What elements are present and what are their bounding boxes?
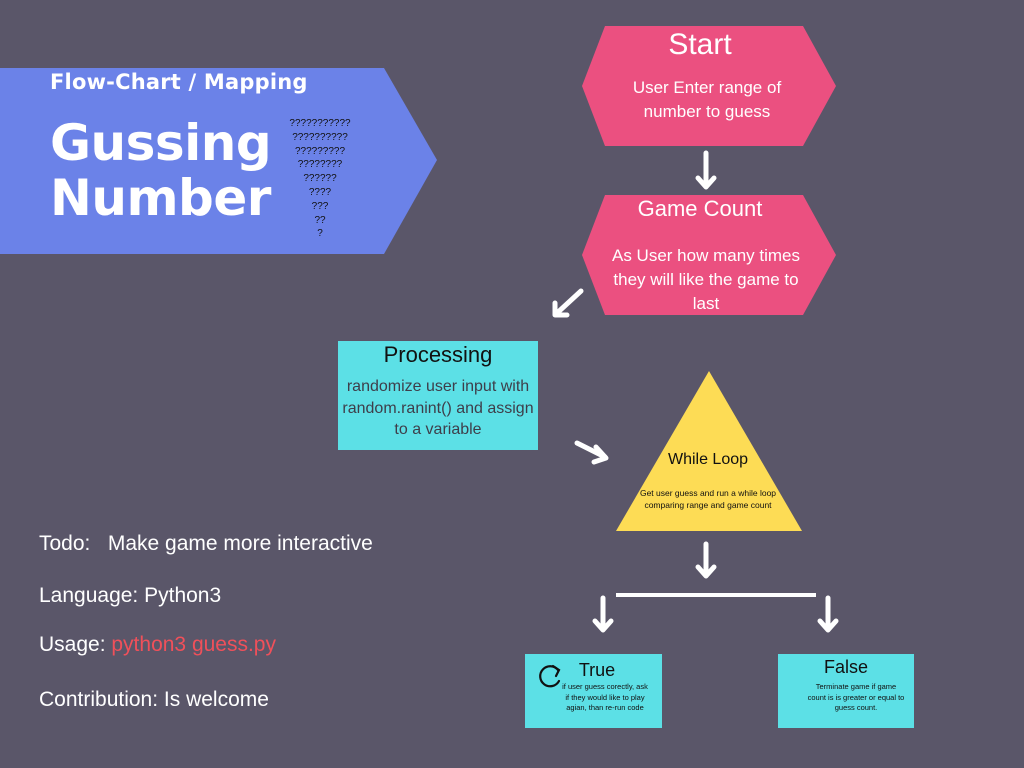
arrow-gamecount-to-processing <box>552 288 584 318</box>
usage-line: Usage: python3 guess.py <box>39 633 276 657</box>
game-count-text: As User how many times they will like th… <box>612 246 800 313</box>
true-title: True <box>578 660 616 680</box>
banner-title-line1: Gussing <box>50 114 272 172</box>
start-hexagon <box>582 26 836 146</box>
game-count-title: Game Count <box>637 196 763 221</box>
qmark-row: ???????? <box>297 159 343 171</box>
while-loop-title: While Loop <box>667 451 749 468</box>
language-text: Language: Python3 <box>39 584 222 607</box>
start-text: User Enter range of number to guess <box>632 78 782 121</box>
banner-title-line2: Number <box>50 169 271 227</box>
start-title: Start <box>668 28 732 61</box>
qmark-row: ???? <box>308 186 332 198</box>
game-count-hexagon <box>582 195 836 315</box>
refresh-icon <box>539 664 561 688</box>
qmark-row: ?????? <box>303 173 337 185</box>
processing-text: randomize user input with random.ranint(… <box>342 378 534 438</box>
qmark-row: ??????????? <box>289 118 351 129</box>
question-marks: ??????????? ?????????? ????????? ???????… <box>280 117 360 241</box>
arrow-whileloop-down <box>695 541 717 579</box>
arrow-processing-to-whileloop <box>574 440 609 465</box>
banner-subtitle: Flow-Chart / Mapping <box>50 70 308 94</box>
banner-title: Gussing Number <box>50 114 272 227</box>
qmark-row: ?? <box>314 214 326 226</box>
processing-box <box>338 341 538 450</box>
usage-command: python3 guess.py <box>111 633 276 656</box>
arrow-to-false <box>817 595 839 633</box>
usage-label: Usage: <box>39 633 112 656</box>
false-text: Terminate game if game count is is great… <box>807 682 905 712</box>
contribution-text: Contribution: Is welcome <box>39 688 269 711</box>
false-box <box>778 654 914 728</box>
qmark-row: ? <box>317 228 323 240</box>
qmark-row: ??? <box>311 200 329 212</box>
false-title: False <box>823 657 868 677</box>
while-loop-triangle <box>616 371 802 531</box>
arrow-start-to-gamecount <box>695 150 717 190</box>
banner-arrow <box>0 68 437 254</box>
true-text: if user guess corectly, ask if they woul… <box>562 682 648 712</box>
arrow-to-true <box>592 595 614 633</box>
while-loop-text: Get user guess and run a while loop comp… <box>639 488 777 510</box>
qmark-row: ????????? <box>294 145 346 157</box>
qmark-row: ?????????? <box>292 131 348 143</box>
todo-text: Todo: Make game more interactive <box>39 532 373 555</box>
processing-title: Processing <box>383 342 493 367</box>
